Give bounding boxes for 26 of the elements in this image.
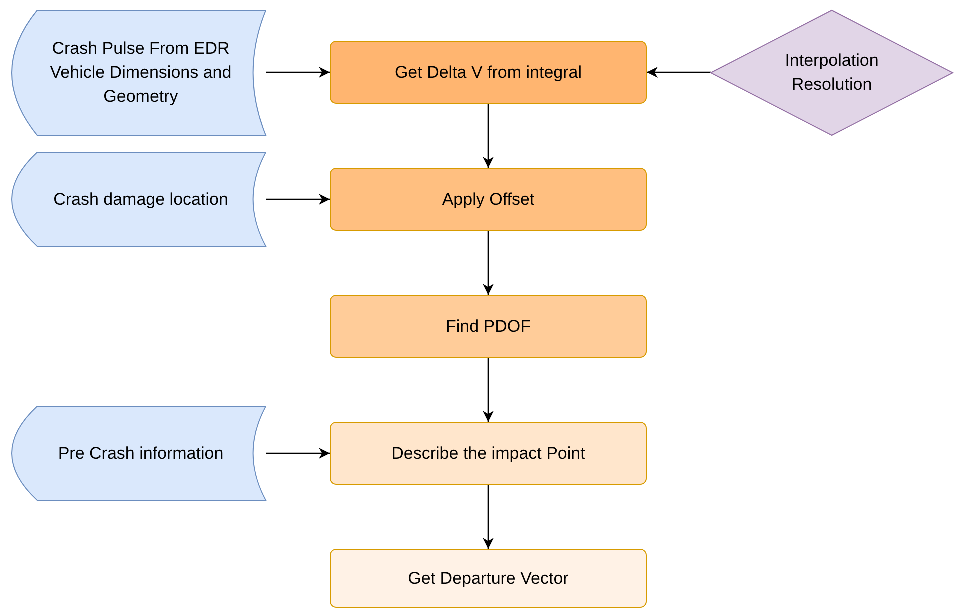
process-box xyxy=(330,422,647,485)
arrow xyxy=(483,358,494,422)
arrow xyxy=(483,231,494,295)
node-label: Crash Pulse From EDR Vehicle Dimensions and Geometry xyxy=(49,38,233,108)
arrow xyxy=(483,485,494,549)
node-label: Find PDOF xyxy=(444,316,532,338)
data-shape xyxy=(12,406,266,501)
node-label: Pre Crash information xyxy=(57,442,225,465)
node-label: Crash damage location xyxy=(52,188,230,211)
arrow xyxy=(647,67,711,78)
process-box xyxy=(330,549,647,608)
arrow xyxy=(266,67,330,78)
process-box xyxy=(330,41,647,104)
node-label: Get Departure Vector xyxy=(407,568,570,590)
data-shape xyxy=(12,152,266,247)
arrow xyxy=(483,104,494,168)
data-shape xyxy=(12,10,266,136)
arrow xyxy=(266,448,330,459)
arrow xyxy=(266,194,330,205)
decision-diamond xyxy=(711,10,953,136)
node-label: Apply Offset xyxy=(441,188,536,211)
process-box xyxy=(330,168,647,231)
node-label: Describe the impact Point xyxy=(390,442,586,465)
node-label: Interpolation Resolution xyxy=(784,50,880,96)
node-label: Get Delta V from integral xyxy=(394,62,584,84)
process-box xyxy=(330,295,647,358)
